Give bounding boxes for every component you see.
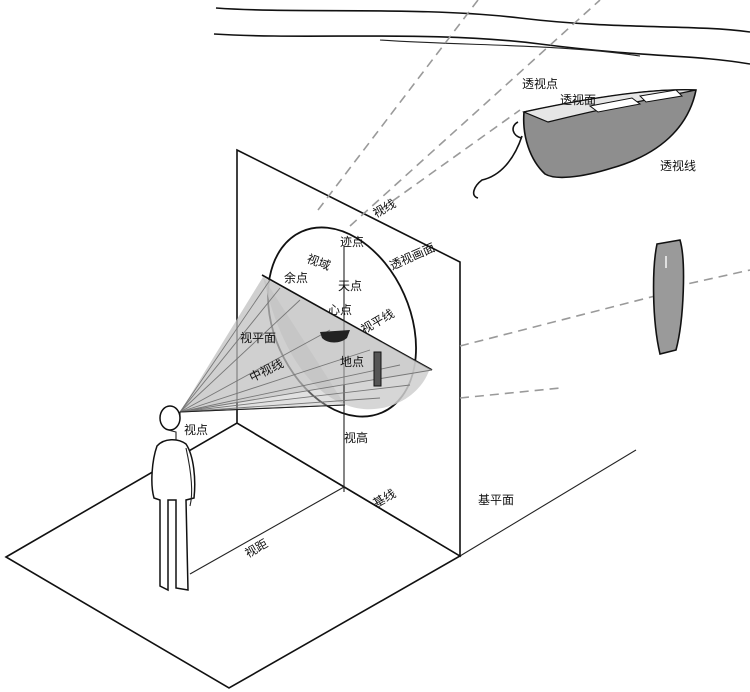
water-lines [213, 7, 750, 65]
label-ji-pingmian: 基平面 [478, 493, 514, 507]
viewing-distance-line [189, 486, 345, 575]
label-di-dian: 地点 [340, 355, 364, 369]
horizon-line [261, 274, 433, 371]
label-shi-pingmian: 视平面 [240, 330, 276, 345]
post-icon [652, 239, 685, 355]
ground-extension-line [459, 449, 637, 557]
label-shi-dian: 视点 [184, 422, 208, 437]
label-toushi-dian: 透视点 [522, 76, 558, 91]
center-object [320, 330, 350, 343]
small-post-on-plane [373, 351, 382, 387]
vision-cone-rays [179, 277, 433, 413]
label-toushi-mian: 透视面 [560, 92, 596, 107]
label-ji-dian: 迹点 [340, 235, 364, 249]
boat-icon [472, 88, 697, 199]
viewer-figure-icon [151, 405, 196, 592]
label-tian-dian: 天点 [338, 279, 362, 293]
label-toushi-xian: 透视线 [660, 158, 696, 173]
label-shi-gao: 视高 [344, 430, 368, 445]
label-xin-dian: 心点 [328, 303, 352, 317]
label-yu-dian: 余点 [284, 270, 308, 285]
